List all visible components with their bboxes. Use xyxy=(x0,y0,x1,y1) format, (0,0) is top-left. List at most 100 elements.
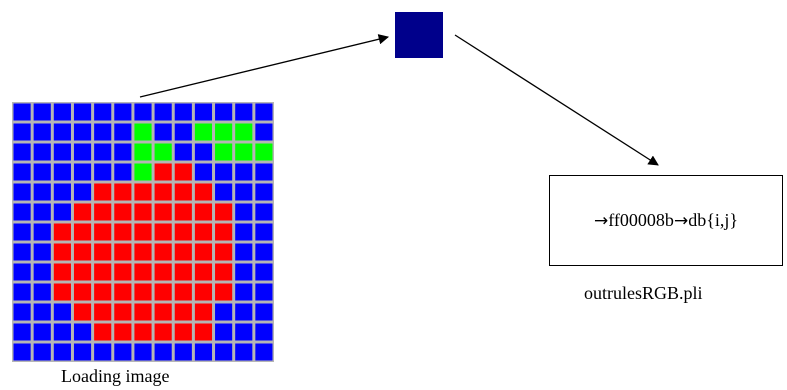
pixel-cell xyxy=(134,283,152,301)
pixel-cell xyxy=(13,223,31,241)
pixel-cell xyxy=(13,283,31,301)
pixel-cell xyxy=(33,183,51,201)
pixel-cell xyxy=(33,223,51,241)
pixel-cell xyxy=(33,163,51,181)
pixel-cell xyxy=(94,103,112,121)
pixel-cell xyxy=(235,103,253,121)
pixel-cell xyxy=(53,103,71,121)
pixel-cell xyxy=(194,203,213,221)
pixel-cell xyxy=(235,263,253,281)
pixel-cell xyxy=(13,243,31,261)
pixel-cell xyxy=(94,303,112,321)
pixel-cell xyxy=(33,283,51,301)
arrow-image-to-pixel xyxy=(139,34,390,98)
pixel-cell xyxy=(73,263,92,281)
pixel-cell xyxy=(73,183,92,201)
pixel-cell xyxy=(73,223,92,241)
pixel-cell xyxy=(13,163,31,181)
pixel-cell xyxy=(174,103,192,121)
pixel-cell xyxy=(33,103,51,121)
selected-pixel xyxy=(395,12,443,58)
pixel-cell xyxy=(73,203,92,221)
pixel-cell xyxy=(154,143,172,161)
pixel-cell xyxy=(73,343,92,361)
pixel-cell xyxy=(94,323,112,341)
output-rule-box: → ff00008b → db{i,j} xyxy=(549,175,783,266)
pixel-cell xyxy=(33,323,51,341)
pixel-cell xyxy=(73,323,92,341)
pixel-cell xyxy=(73,283,92,301)
pixel-cell xyxy=(215,163,233,181)
pixel-cell xyxy=(134,183,152,201)
pixel-cell xyxy=(235,343,253,361)
pixel-cell xyxy=(235,183,253,201)
pixel-cell xyxy=(94,143,112,161)
pixel-cell xyxy=(215,323,233,341)
pixel-cell xyxy=(154,243,172,261)
pixel-cell xyxy=(33,203,51,221)
pixel-cell xyxy=(235,143,253,161)
pixel-cell xyxy=(73,103,92,121)
pixel-cell xyxy=(33,243,51,261)
pixel-cell xyxy=(194,283,213,301)
pixel-cell xyxy=(33,143,51,161)
pixel-cell xyxy=(73,123,92,141)
pixel-cell xyxy=(255,183,273,201)
pixel-cell xyxy=(114,103,132,121)
pixel-cell xyxy=(215,203,233,221)
pixel-cell xyxy=(134,303,152,321)
pixel-cell xyxy=(53,343,71,361)
pixel-cell xyxy=(174,183,192,201)
pixel-cell xyxy=(94,263,112,281)
pixel-cell xyxy=(235,243,253,261)
pixel-cell xyxy=(114,243,132,261)
db-target: db{i,j} xyxy=(688,210,738,230)
pixel-cell xyxy=(53,203,71,221)
pixel-cell xyxy=(194,343,213,361)
pixel-cell xyxy=(235,223,253,241)
pixel-cell xyxy=(194,243,213,261)
pixel-cell xyxy=(174,143,192,161)
pixel-cell xyxy=(154,163,172,181)
pixel-cell xyxy=(53,283,71,301)
pixel-cell xyxy=(174,203,192,221)
pixel-cell xyxy=(94,163,112,181)
pixel-cell xyxy=(174,283,192,301)
pixel-cell xyxy=(255,203,273,221)
pixel-cell xyxy=(94,203,112,221)
pixel-cell xyxy=(114,303,132,321)
output-file-caption: outrulesRGB.pli xyxy=(584,283,703,303)
pixel-cell xyxy=(255,263,273,281)
pixel-cell xyxy=(255,243,273,261)
pixel-cell xyxy=(13,143,31,161)
pixel-cell xyxy=(174,243,192,261)
pixel-cell xyxy=(94,123,112,141)
pixel-cell xyxy=(94,183,112,201)
pixel-cell xyxy=(215,263,233,281)
pixel-cell xyxy=(13,303,31,321)
pixel-cell xyxy=(255,343,273,361)
pixel-cell xyxy=(194,123,213,141)
pixel-cell xyxy=(13,203,31,221)
pixel-cell xyxy=(134,103,152,121)
pixel-cell xyxy=(174,343,192,361)
pixel-cell xyxy=(134,143,152,161)
hex-value: ff00008b xyxy=(608,210,674,230)
pixel-cell xyxy=(13,343,31,361)
pixel-cell xyxy=(94,243,112,261)
pixel-cell xyxy=(94,223,112,241)
pixel-cell xyxy=(114,343,132,361)
pixel-cell xyxy=(13,103,31,121)
pixel-cell xyxy=(114,183,132,201)
pixel-cell xyxy=(235,163,253,181)
pixel-cell xyxy=(194,163,213,181)
pixel-cell xyxy=(194,143,213,161)
pixel-cell xyxy=(215,303,233,321)
pixel-cell xyxy=(53,183,71,201)
pixel-cell xyxy=(154,323,172,341)
pixel-cell xyxy=(154,123,172,141)
pixel-cell xyxy=(255,283,273,301)
pixel-cell xyxy=(215,143,233,161)
pixel-cell xyxy=(194,263,213,281)
